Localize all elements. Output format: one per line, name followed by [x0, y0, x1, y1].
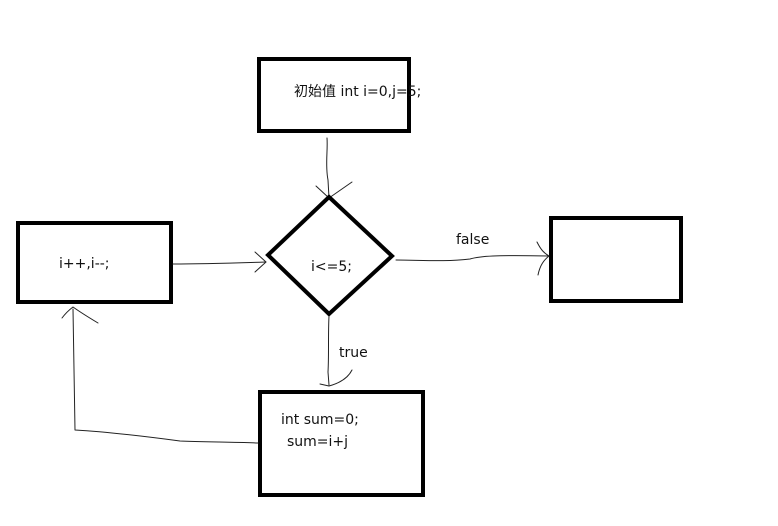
condition-diamond [265, 194, 395, 317]
edge-body-to-increment-line [72, 308, 259, 444]
end-node [549, 216, 683, 303]
edge-increment-to-condition-line [172, 261, 267, 265]
edge-true-label: true [339, 345, 368, 361]
body-node: int sum=0; sum=i+j [258, 390, 425, 497]
edge-true: true [319, 315, 368, 387]
edge-body-to-increment-arrowhead [61, 306, 99, 324]
edge-init-to-condition [315, 137, 353, 199]
edge-init-to-condition-line [326, 137, 330, 199]
increment-label: i++,i--; [59, 256, 110, 272]
edge-false-line [395, 255, 550, 262]
edge-true-line [327, 315, 330, 386]
edge-body-to-increment [61, 306, 259, 444]
body-line-1: int sum=0; [281, 412, 359, 428]
edge-true-arrowhead [319, 369, 353, 387]
edge-false-label: false [456, 232, 489, 248]
edge-false-arrowhead [536, 241, 550, 276]
init-box [257, 57, 411, 133]
edge-init-to-condition-arrowhead [315, 181, 353, 199]
condition-node: i<=5; [265, 194, 395, 317]
edge-false: false [395, 232, 550, 276]
body-line-2: sum=i+j [287, 434, 348, 450]
condition-label: i<=5; [311, 259, 352, 275]
init-label: 初始值 int i=0,j=5; [294, 83, 421, 100]
increment-box [16, 221, 173, 304]
edge-increment-to-condition-arrowhead [254, 251, 267, 273]
edge-increment-to-condition [172, 251, 267, 273]
init-node: 初始值 int i=0,j=5; [257, 57, 421, 133]
body-box [258, 390, 425, 497]
increment-node: i++,i--; [16, 221, 173, 304]
end-box [549, 216, 683, 303]
